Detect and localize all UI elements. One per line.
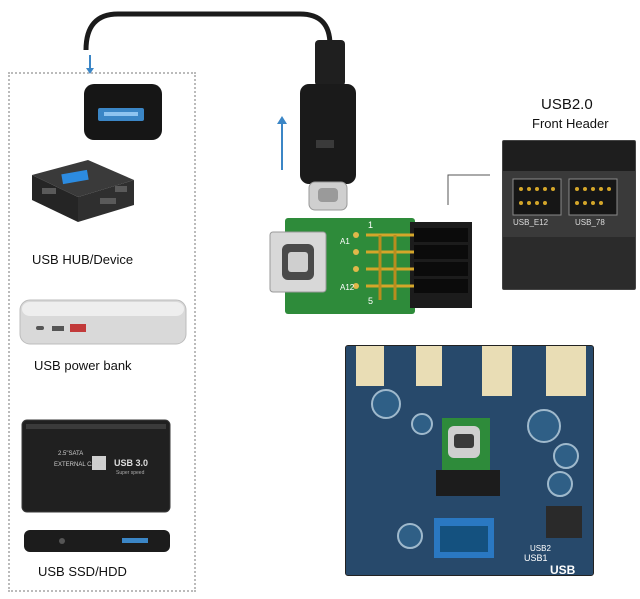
device-label-ssd: USB SSD/HDD: [38, 564, 127, 579]
pin1-label: 1: [368, 220, 373, 230]
usb-cable: [83, 11, 333, 80]
ssd-print-line2: EXTERNAL CASE: [54, 462, 103, 468]
arrow-up-icon: [277, 116, 287, 170]
a1-label: A1: [340, 237, 350, 246]
device-label-hub: USB HUB/Device: [32, 252, 134, 267]
ssd-print-line1: 2.5"SATA: [58, 451, 83, 457]
usb-c-plug: [300, 40, 356, 211]
pin5-label: 5: [368, 296, 373, 306]
a12-label: A12: [340, 283, 355, 292]
front-header-subtitle: Front Header: [532, 116, 609, 131]
usb-hub: [32, 160, 134, 222]
power-bank: [19, 299, 187, 345]
mb-label-usb1: USB1: [524, 553, 548, 563]
motherboard-photo: USB1 USB2 USB: [345, 345, 594, 576]
mb-label-usb: USB: [550, 563, 576, 575]
header-port-label-2: USB_78: [575, 218, 605, 227]
arrow-down-icon: [86, 55, 94, 74]
ssd-enclosure: [21, 419, 171, 552]
ssd-print-line4: Super speed: [116, 470, 145, 476]
pointer-line: [447, 174, 490, 205]
header-port-label-1: USB_E12: [513, 218, 549, 227]
mb-label-usb2: USB2: [530, 544, 551, 553]
device-label-power-bank: USB power bank: [34, 358, 132, 373]
ssd-print-line3: USB 3.0: [114, 458, 148, 468]
front-header-title: USB2.0: [541, 96, 593, 113]
front-header-photo: USB_E12 USB_78: [502, 140, 636, 290]
adapter-board: [269, 218, 472, 314]
usb-port-device: [84, 84, 162, 140]
device-panel: [8, 72, 196, 592]
